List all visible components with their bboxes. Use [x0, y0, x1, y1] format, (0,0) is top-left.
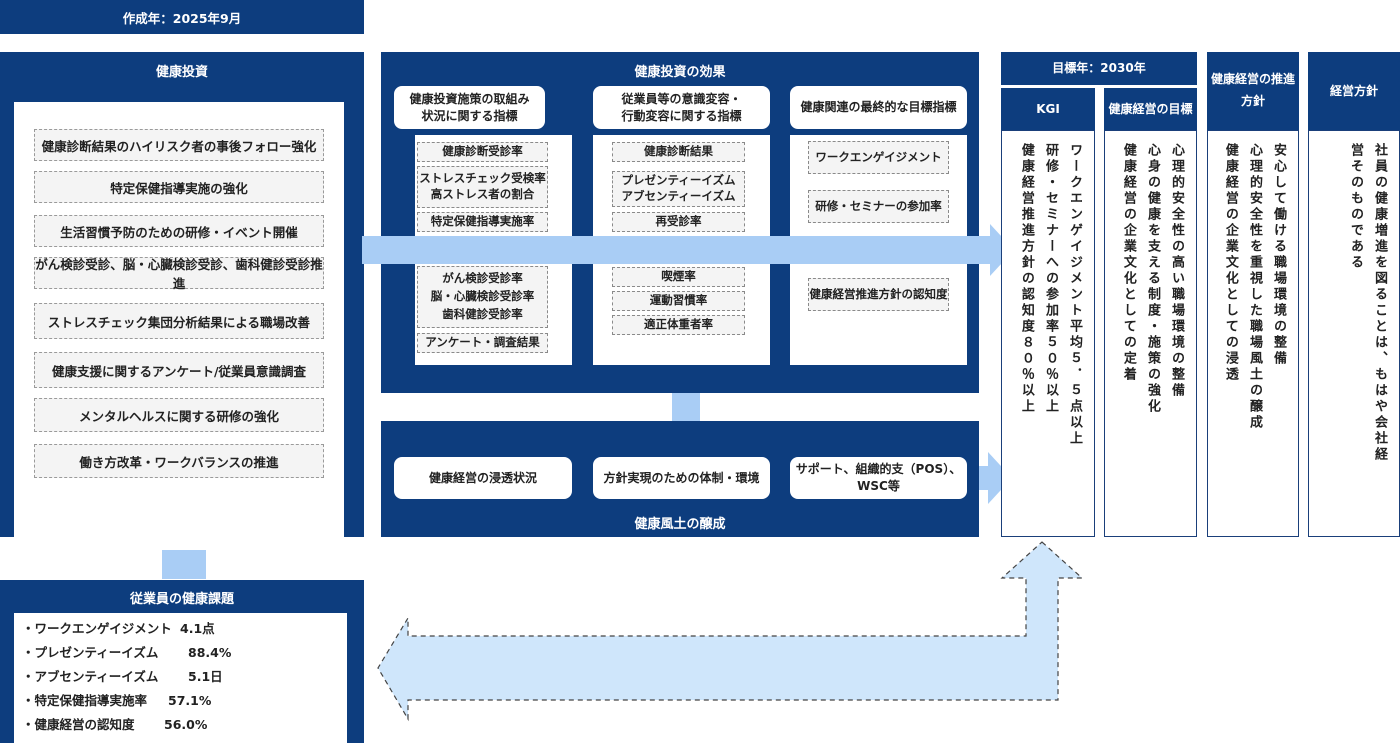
- culture-title: 健康風土の醸成: [634, 517, 726, 532]
- investment-item: 働き方改革・ワークバランスの推進: [34, 444, 324, 478]
- issues-title: 従業員の健康課題: [129, 592, 234, 607]
- effects-col2-header: 従業員等の意識変容・行動変容に関する指標: [593, 86, 770, 129]
- effects-title: 健康投資の効果: [634, 65, 726, 80]
- kgi-title: KGI: [1001, 88, 1095, 130]
- effects-col3-header: 健康関連の最終的な目標指標: [790, 86, 967, 129]
- management-title: 経営方針: [1308, 52, 1400, 130]
- created-label: 作成年：2025年9月: [0, 0, 364, 34]
- indicator-item: ストレスチェック受検率高ストレス者の割合: [417, 166, 548, 208]
- investment-item: 生活習慣予防のための研修・イベント開催: [34, 215, 324, 247]
- policy-box: 安心して働ける職場環境の整備心理的安全性を重視した職場風土の醸成健康経営の企業文…: [1207, 130, 1299, 537]
- arrow-band-overlay: [362, 236, 992, 264]
- culture-item: サポート、組織的支（POS）、WSC等: [790, 457, 967, 499]
- investment-item: 特定保健指導実施の強化: [34, 171, 324, 203]
- investment-title: 健康投資: [155, 65, 208, 80]
- indicator-item: 喫煙率: [612, 267, 745, 287]
- investment-item: メンタルヘルスに関する研修の強化: [34, 398, 324, 432]
- management-text: 社員の健康増進を図ることは、もはや会社経営そのものである: [1347, 143, 1387, 463]
- investment-item: 健康診断結果のハイリスク者の事後フォロー強化: [34, 129, 324, 161]
- indicator-item: 健康診断受診率: [417, 142, 548, 162]
- indicator-item: 特定保健指導実施率: [417, 212, 548, 232]
- policy-text: 安心して働ける職場環境の整備心理的安全性を重視した職場風土の醸成健康経営の企業文…: [1222, 143, 1286, 431]
- indicator-item: ワークエンゲイジメント: [808, 141, 949, 174]
- target-year-label: 目標年：2030年: [1001, 52, 1197, 85]
- culture-item: 方針実現のための体制・環境: [593, 457, 770, 499]
- investment-item: がん検診受診、脳・心臓検診受診、歯科健診受診推進: [34, 257, 324, 291]
- goal-title: 健康経営の目標: [1104, 88, 1197, 130]
- culture-item: 健康経営の浸透状況: [394, 457, 572, 499]
- indicator-item: がん検診受診率脳・心臓検診受診率歯科健診受診率: [417, 266, 548, 328]
- investment-items: 健康診断結果のハイリスク者の事後フォロー強化 特定保健指導実施の強化 生活習慣予…: [14, 102, 344, 500]
- kgi-text: ワークエンゲイジメント平均５．５点以上研修・セミナーへの参加率５０％以上健康経営…: [1018, 143, 1082, 447]
- policy-title: 健康経営の推進方針: [1207, 52, 1299, 130]
- arrow-right-culture: [978, 452, 1012, 504]
- arrow-feedback: [377, 541, 1084, 722]
- management-box: 社員の健康増進を図ることは、もはや会社経営そのものである: [1308, 130, 1400, 537]
- indicator-item: 健康診断結果: [612, 142, 745, 162]
- indicator-item: アンケート・調査結果: [417, 333, 548, 353]
- indicator-item: 研修・セミナーの参加率: [808, 190, 949, 223]
- indicator-item: 健康経営推進方針の認知度: [808, 278, 949, 311]
- created-text: 作成年：2025年9月: [122, 10, 242, 26]
- kgi-box: ワークエンゲイジメント平均５．５点以上研修・セミナーへの参加率５０％以上健康経営…: [1001, 130, 1095, 537]
- indicator-item: 運動習慣率: [612, 291, 745, 311]
- goal-box: 心理的安全性の高い職場環境の整備心身の健康を支える制度・施策の強化健康経営の企業…: [1104, 130, 1197, 537]
- effects-col1-header: 健康投資施策の取組み状況に関する指標: [394, 86, 545, 129]
- indicator-item: 再受診率: [612, 212, 745, 232]
- indicator-item: プレゼンティーイズムアブセンティーイズム: [612, 171, 745, 207]
- investment-item: ストレスチェック集団分析結果による職場改善: [34, 303, 324, 339]
- indicator-item: 適正体重者率: [612, 315, 745, 335]
- investment-item: 健康支援に関するアンケート/従業員意識調査: [34, 352, 324, 388]
- goal-text: 心理的安全性の高い職場環境の整備心身の健康を支える制度・施策の強化健康経営の企業…: [1120, 143, 1184, 415]
